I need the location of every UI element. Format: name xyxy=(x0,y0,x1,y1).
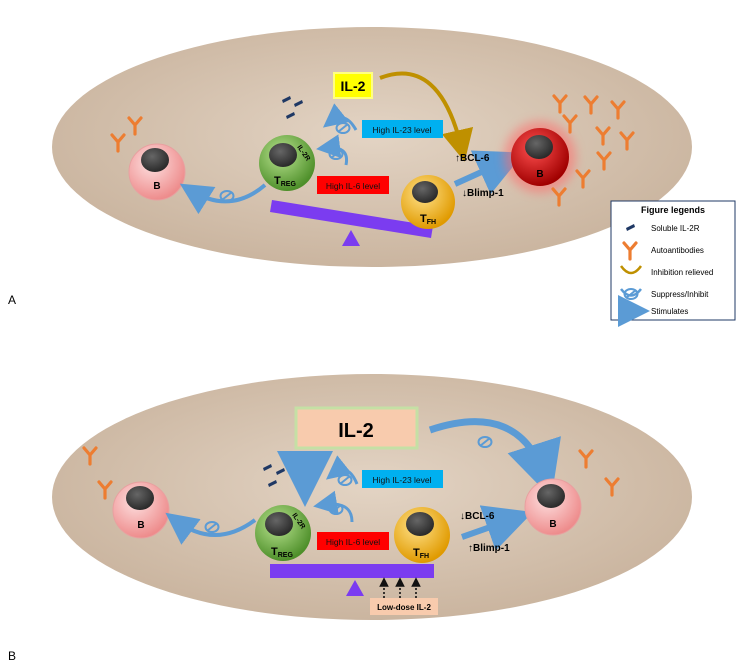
blimp1-label: ↓Blimp-1 xyxy=(462,188,504,199)
bcl6-label: ↑BCL-6 xyxy=(455,153,490,164)
suppress-arrow xyxy=(165,512,257,545)
seesaw-beam xyxy=(270,564,434,578)
suppress-arrow xyxy=(428,418,561,498)
il2-box xyxy=(333,72,373,99)
low-dose-box xyxy=(370,598,438,615)
treg-label: TREG xyxy=(274,175,296,188)
il23-box xyxy=(362,120,443,138)
il2-box xyxy=(294,406,419,450)
il2-label: IL-2 xyxy=(338,420,374,442)
il6-box xyxy=(317,176,389,194)
legend-item-label: Inhibition relieved xyxy=(651,268,713,277)
il23-box xyxy=(362,470,443,488)
panel-a: B IL-2 High IL-23 level TREG IL-2R xyxy=(8,27,692,307)
suppress-arrow xyxy=(325,455,359,485)
legend-item-label: Suppress/Inhibit xyxy=(651,290,709,299)
b-cell-label: B xyxy=(137,520,144,531)
panel-a-letter: A xyxy=(8,293,16,307)
low-dose-label: Low-dose IL-2 xyxy=(377,603,431,612)
legend-item-label: Stimulates xyxy=(651,307,688,316)
il2-label: IL-2 xyxy=(341,78,366,94)
il23-label: High IL-23 level xyxy=(372,475,431,485)
tfh-label: TFH xyxy=(420,213,436,226)
treg-cell: TREG IL-2R xyxy=(255,505,311,561)
bcl6-label: ↓BCL-6 xyxy=(460,511,495,522)
figure-legend: Figure legends Soluble IL-2R Autoantibod… xyxy=(610,200,736,327)
b-cell-left: B xyxy=(112,481,170,539)
panel-b: B IL-2 High IL-23 level TREG IL-2R xyxy=(8,374,692,663)
blimp1-label: ↑Blimp-1 xyxy=(468,543,510,554)
inhibition-relieved-icon xyxy=(619,265,643,275)
inhibition-relieved-arrow xyxy=(379,71,474,162)
seesaw-fulcrum xyxy=(342,230,360,246)
seesaw-beam xyxy=(270,200,433,238)
treg-cell: TREG IL-2R xyxy=(259,135,315,191)
b-cell-left: B xyxy=(128,143,186,201)
suppress-arrow xyxy=(313,490,354,523)
il6-box xyxy=(317,532,389,550)
stimulate-arrow xyxy=(461,505,533,551)
legend-title: Figure legends xyxy=(641,205,705,215)
treg-label: TREG xyxy=(271,546,293,559)
panel-b-letter: B xyxy=(8,649,16,663)
tfh-cell: TFH xyxy=(394,507,450,563)
b-cell-activated: B xyxy=(504,121,576,193)
seesaw-fulcrum xyxy=(346,580,364,596)
suppress-arrow xyxy=(322,103,358,131)
tfh-label: TFH xyxy=(413,547,429,560)
tfh-cell: TFH xyxy=(401,175,455,229)
b-cell-right: B xyxy=(524,478,582,536)
il6-label: High IL-6 level xyxy=(326,537,380,547)
il6-label: High IL-6 level xyxy=(326,181,380,191)
b-cell-label: B xyxy=(153,181,160,192)
stimulate-arrow xyxy=(453,150,525,195)
panel-b-background-ellipse xyxy=(52,374,692,620)
b-cell-label: B xyxy=(536,169,543,180)
legend-item-label: Soluble IL-2R xyxy=(651,224,700,233)
suppress-arrow xyxy=(316,134,349,166)
legend-item-label: Autoantibodies xyxy=(651,246,704,255)
b-cell-label: B xyxy=(549,519,556,530)
il23-label: High IL-23 level xyxy=(372,125,431,135)
